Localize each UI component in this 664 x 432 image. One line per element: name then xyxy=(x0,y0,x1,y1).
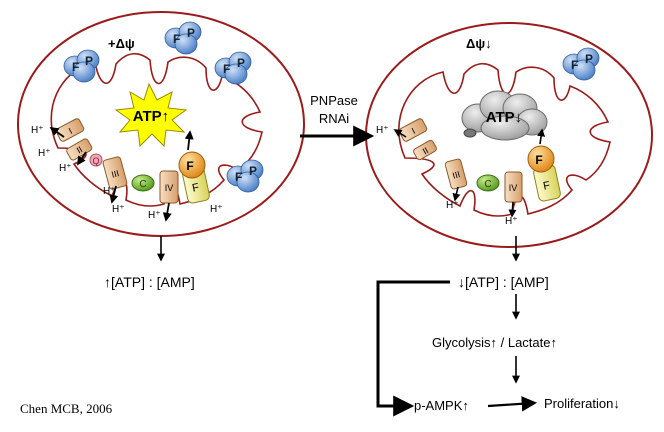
left-mitochondrion: ATP↑ +Δψ F P F P F P F xyxy=(17,11,305,237)
svg-text:F: F xyxy=(571,58,578,72)
svg-text:P: P xyxy=(237,56,245,70)
svg-text:III: III xyxy=(110,168,120,180)
svg-text:P: P xyxy=(249,164,257,178)
svg-text:II: II xyxy=(75,144,84,155)
pampk-to-proliferation-arrow xyxy=(487,396,538,412)
glycolysis-lactate-label: Glycolysis↑ / Lactate↑ xyxy=(432,335,557,350)
coenzyme-q xyxy=(89,153,103,167)
svg-text:III: III xyxy=(451,169,461,181)
pnpase-marker: F P xyxy=(562,47,600,81)
left-atp-burst xyxy=(114,82,188,148)
svg-text:F: F xyxy=(173,32,180,46)
pnpase-marker: F P xyxy=(164,21,202,55)
right-mitochondrion: ATP↓ Δψ↓ F P I II III C IV F F xyxy=(365,22,653,248)
svg-text:F: F xyxy=(72,60,79,74)
svg-text:H⁺: H⁺ xyxy=(376,125,389,136)
atp-synthase: F F xyxy=(178,151,210,204)
left-atp-label: ATP↑ xyxy=(133,108,169,125)
right-respiratory-chain: I II III C IV F F H⁺ H⁺ H⁺ xyxy=(376,118,561,227)
svg-text:F: F xyxy=(186,159,193,173)
pampk-label: p-AMPK↑ xyxy=(414,398,469,413)
svg-text:H⁺: H⁺ xyxy=(38,148,51,159)
citation-credit: Chen MCB, 2006 xyxy=(20,401,113,416)
right-membrane-potential: Δψ↓ xyxy=(466,36,492,51)
svg-text:Q: Q xyxy=(92,156,99,166)
complex-ii xyxy=(413,139,437,161)
svg-text:H⁺: H⁺ xyxy=(103,186,116,197)
svg-text:IV: IV xyxy=(509,183,518,193)
intervention-label-rnai: RNAi xyxy=(318,111,350,126)
svg-text:IV: IV xyxy=(165,183,174,193)
svg-text:H⁺: H⁺ xyxy=(31,125,44,136)
svg-text:F: F xyxy=(223,62,230,76)
right-inner-membrane-cristae xyxy=(398,62,611,217)
complex-iv xyxy=(504,171,523,203)
pnpase-marker: F P xyxy=(226,159,264,193)
svg-text:F: F xyxy=(235,170,242,184)
svg-text:H⁺: H⁺ xyxy=(148,210,161,221)
svg-text:P: P xyxy=(585,52,593,66)
intervention-label-pnpase: PNPase xyxy=(310,93,358,108)
left-respiratory-chain: I II Q III C IV F F H⁺ H⁺ H xyxy=(31,118,223,222)
left-atp-amp-ratio: ↑[ATP] : [AMP] xyxy=(104,274,195,290)
complex-iii xyxy=(102,156,128,190)
svg-text:P: P xyxy=(187,26,195,40)
svg-text:P: P xyxy=(85,54,93,68)
left-inner-membrane-cristae xyxy=(50,52,263,207)
svg-text:II: II xyxy=(421,145,430,156)
svg-text:H⁺: H⁺ xyxy=(210,204,223,215)
complex-iii xyxy=(444,158,468,190)
svg-text:I: I xyxy=(67,126,74,136)
svg-text:H⁺: H⁺ xyxy=(59,163,72,174)
svg-text:H⁺: H⁺ xyxy=(505,216,518,227)
cytochrome-c xyxy=(131,174,155,192)
svg-text:H⁺: H⁺ xyxy=(112,204,125,215)
right-atp-label: ATP↓ xyxy=(486,109,522,126)
pnpase-marker: F P xyxy=(214,51,252,85)
complex-ii xyxy=(66,138,93,161)
svg-text:F: F xyxy=(191,182,200,195)
svg-text:I: I xyxy=(410,126,417,136)
svg-text:H⁺: H⁺ xyxy=(446,200,459,211)
left-membrane-potential: +Δψ xyxy=(108,36,135,51)
proliferation-label: Proliferation↓ xyxy=(544,396,620,411)
svg-text:C: C xyxy=(484,179,491,190)
svg-text:C: C xyxy=(139,179,146,190)
svg-text:F: F xyxy=(542,180,551,193)
svg-text:F: F xyxy=(535,153,542,167)
cytochrome-c xyxy=(476,174,500,192)
atp-synthase: F F xyxy=(527,145,561,202)
pnpase-marker: F P xyxy=(63,49,100,83)
atp-to-pampk-bracket-arrow xyxy=(376,280,450,417)
right-atp-amp-ratio: ↓[ATP] : [AMP] xyxy=(458,274,549,290)
